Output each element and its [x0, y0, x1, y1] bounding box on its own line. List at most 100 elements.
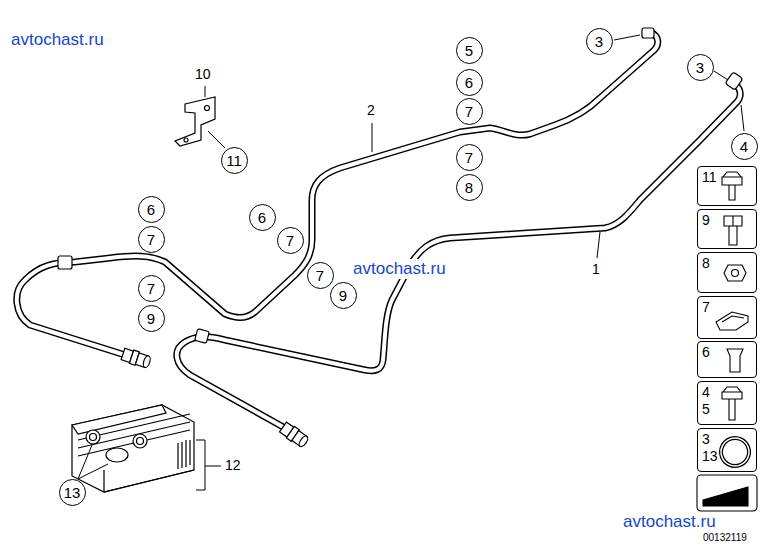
- leader-line: [614, 35, 640, 40]
- callout-circle: 3: [586, 28, 613, 55]
- callout-circle: 6: [138, 196, 165, 223]
- callout-number: 8: [702, 255, 752, 272]
- callout-number: 7: [702, 299, 752, 316]
- pipe-end: [642, 28, 654, 38]
- legend-cell: 7: [697, 296, 757, 339]
- watermark: avtochast.ru: [622, 512, 717, 532]
- watermark: avtochast.ru: [10, 30, 105, 50]
- cooler-body: [72, 405, 194, 492]
- callout-number: 7: [286, 233, 294, 248]
- cooler-port: [133, 434, 147, 448]
- callout-number: 7: [465, 104, 473, 119]
- leader-line: [205, 86, 206, 97]
- leader-line: [741, 105, 744, 131]
- callout-number: 13: [702, 448, 752, 465]
- hex-bolt-icon: [724, 216, 742, 245]
- seal-ring-icon: [716, 433, 753, 470]
- callout-number: 3: [696, 60, 704, 75]
- callout-number: 7: [465, 150, 473, 165]
- pipe-outline: [17, 32, 658, 355]
- callout-circle: 6: [249, 204, 276, 231]
- bracket-hole: [205, 106, 210, 111]
- legend-icons: [697, 172, 757, 511]
- group-bracket: [196, 440, 221, 490]
- callout-number: 5: [702, 401, 752, 418]
- fitting-part: [142, 355, 151, 368]
- leader-line: [714, 71, 728, 80]
- callout-number: 6: [702, 344, 752, 361]
- pipe-inner: [17, 32, 658, 355]
- callout-circle: 6: [456, 69, 483, 96]
- fitting-part: [298, 435, 310, 448]
- callout-number: 3: [595, 34, 603, 49]
- callout-circle: 7: [456, 98, 483, 125]
- callout-number: 6: [465, 75, 473, 90]
- flange-bolt-icon: [722, 387, 742, 420]
- callout-number: 3: [702, 431, 752, 448]
- drawing-number: 00132119: [703, 532, 747, 544]
- legend-cell: 9: [697, 209, 757, 249]
- sleeve-icon: [727, 349, 743, 372]
- callout-number: 9: [147, 311, 155, 326]
- callout-circle: 7: [307, 262, 334, 289]
- callout-number: 7: [147, 232, 155, 247]
- callout-circle: 8: [456, 174, 483, 201]
- cooler-port: [86, 430, 100, 444]
- cooler-port: [90, 434, 97, 441]
- nut-hole-icon: [732, 270, 739, 277]
- legend-cell: 6: [697, 341, 757, 378]
- callout-number: 4: [702, 384, 752, 401]
- legend-cell: [697, 475, 757, 511]
- callout-number: 13: [64, 485, 81, 500]
- callout-number: 7: [147, 281, 155, 296]
- cooler-port: [106, 448, 128, 462]
- callout-number: 8: [465, 180, 473, 195]
- callout-number: 11: [702, 169, 752, 186]
- callout-circle: 9: [330, 282, 357, 309]
- leader-line: [78, 445, 108, 479]
- oil-cooler: [72, 405, 194, 492]
- arrow-icon: [703, 487, 748, 506]
- pipe-end: [725, 72, 743, 90]
- callout-number: 6: [258, 210, 266, 225]
- callout-circle: 9: [138, 305, 165, 332]
- pipe-fitting: [121, 347, 152, 369]
- callout-number: 6: [147, 202, 155, 217]
- part-number: 2: [367, 102, 375, 118]
- callout-circle: 13: [59, 479, 86, 506]
- callout-number: 9: [339, 288, 347, 303]
- cooler-plates: [78, 414, 194, 492]
- callout-circle: 3: [687, 54, 714, 81]
- watermark: avtochast.ru: [352, 259, 447, 279]
- seal-ring-icon: [716, 433, 753, 470]
- callout-number: 5: [465, 43, 473, 58]
- hose-sleeve: [195, 329, 210, 344]
- callout-circle: 7: [138, 275, 165, 302]
- callout-number: 9: [702, 212, 752, 229]
- callout-number: 4: [740, 139, 748, 154]
- callout-circle: 7: [456, 144, 483, 171]
- leader-line: [372, 123, 373, 152]
- bracket: [175, 97, 215, 146]
- flange-bolt-icon: [722, 172, 742, 200]
- legend-cell: 11: [697, 166, 757, 206]
- pipe-fitting: [279, 421, 310, 449]
- callout-number: 11: [226, 153, 242, 168]
- cooler-face: [72, 405, 166, 434]
- callout-number: 7: [316, 268, 324, 283]
- legend-cell: 45: [697, 381, 757, 425]
- part-number: 1: [592, 261, 600, 277]
- legend-cell: 313: [697, 428, 757, 472]
- bracket-plate: [175, 97, 215, 146]
- callout-circle: 7: [138, 226, 165, 253]
- legend-cell: 8: [697, 252, 757, 293]
- clip-icon: [716, 312, 748, 330]
- cooler-port: [137, 438, 144, 445]
- callout-circle: 5: [456, 37, 483, 64]
- callout-circle: 7: [277, 227, 304, 254]
- callout-circle: 11: [221, 147, 248, 174]
- hose-sleeve: [58, 256, 72, 269]
- callout-circle: 4: [731, 133, 758, 160]
- leader-line: [597, 232, 600, 258]
